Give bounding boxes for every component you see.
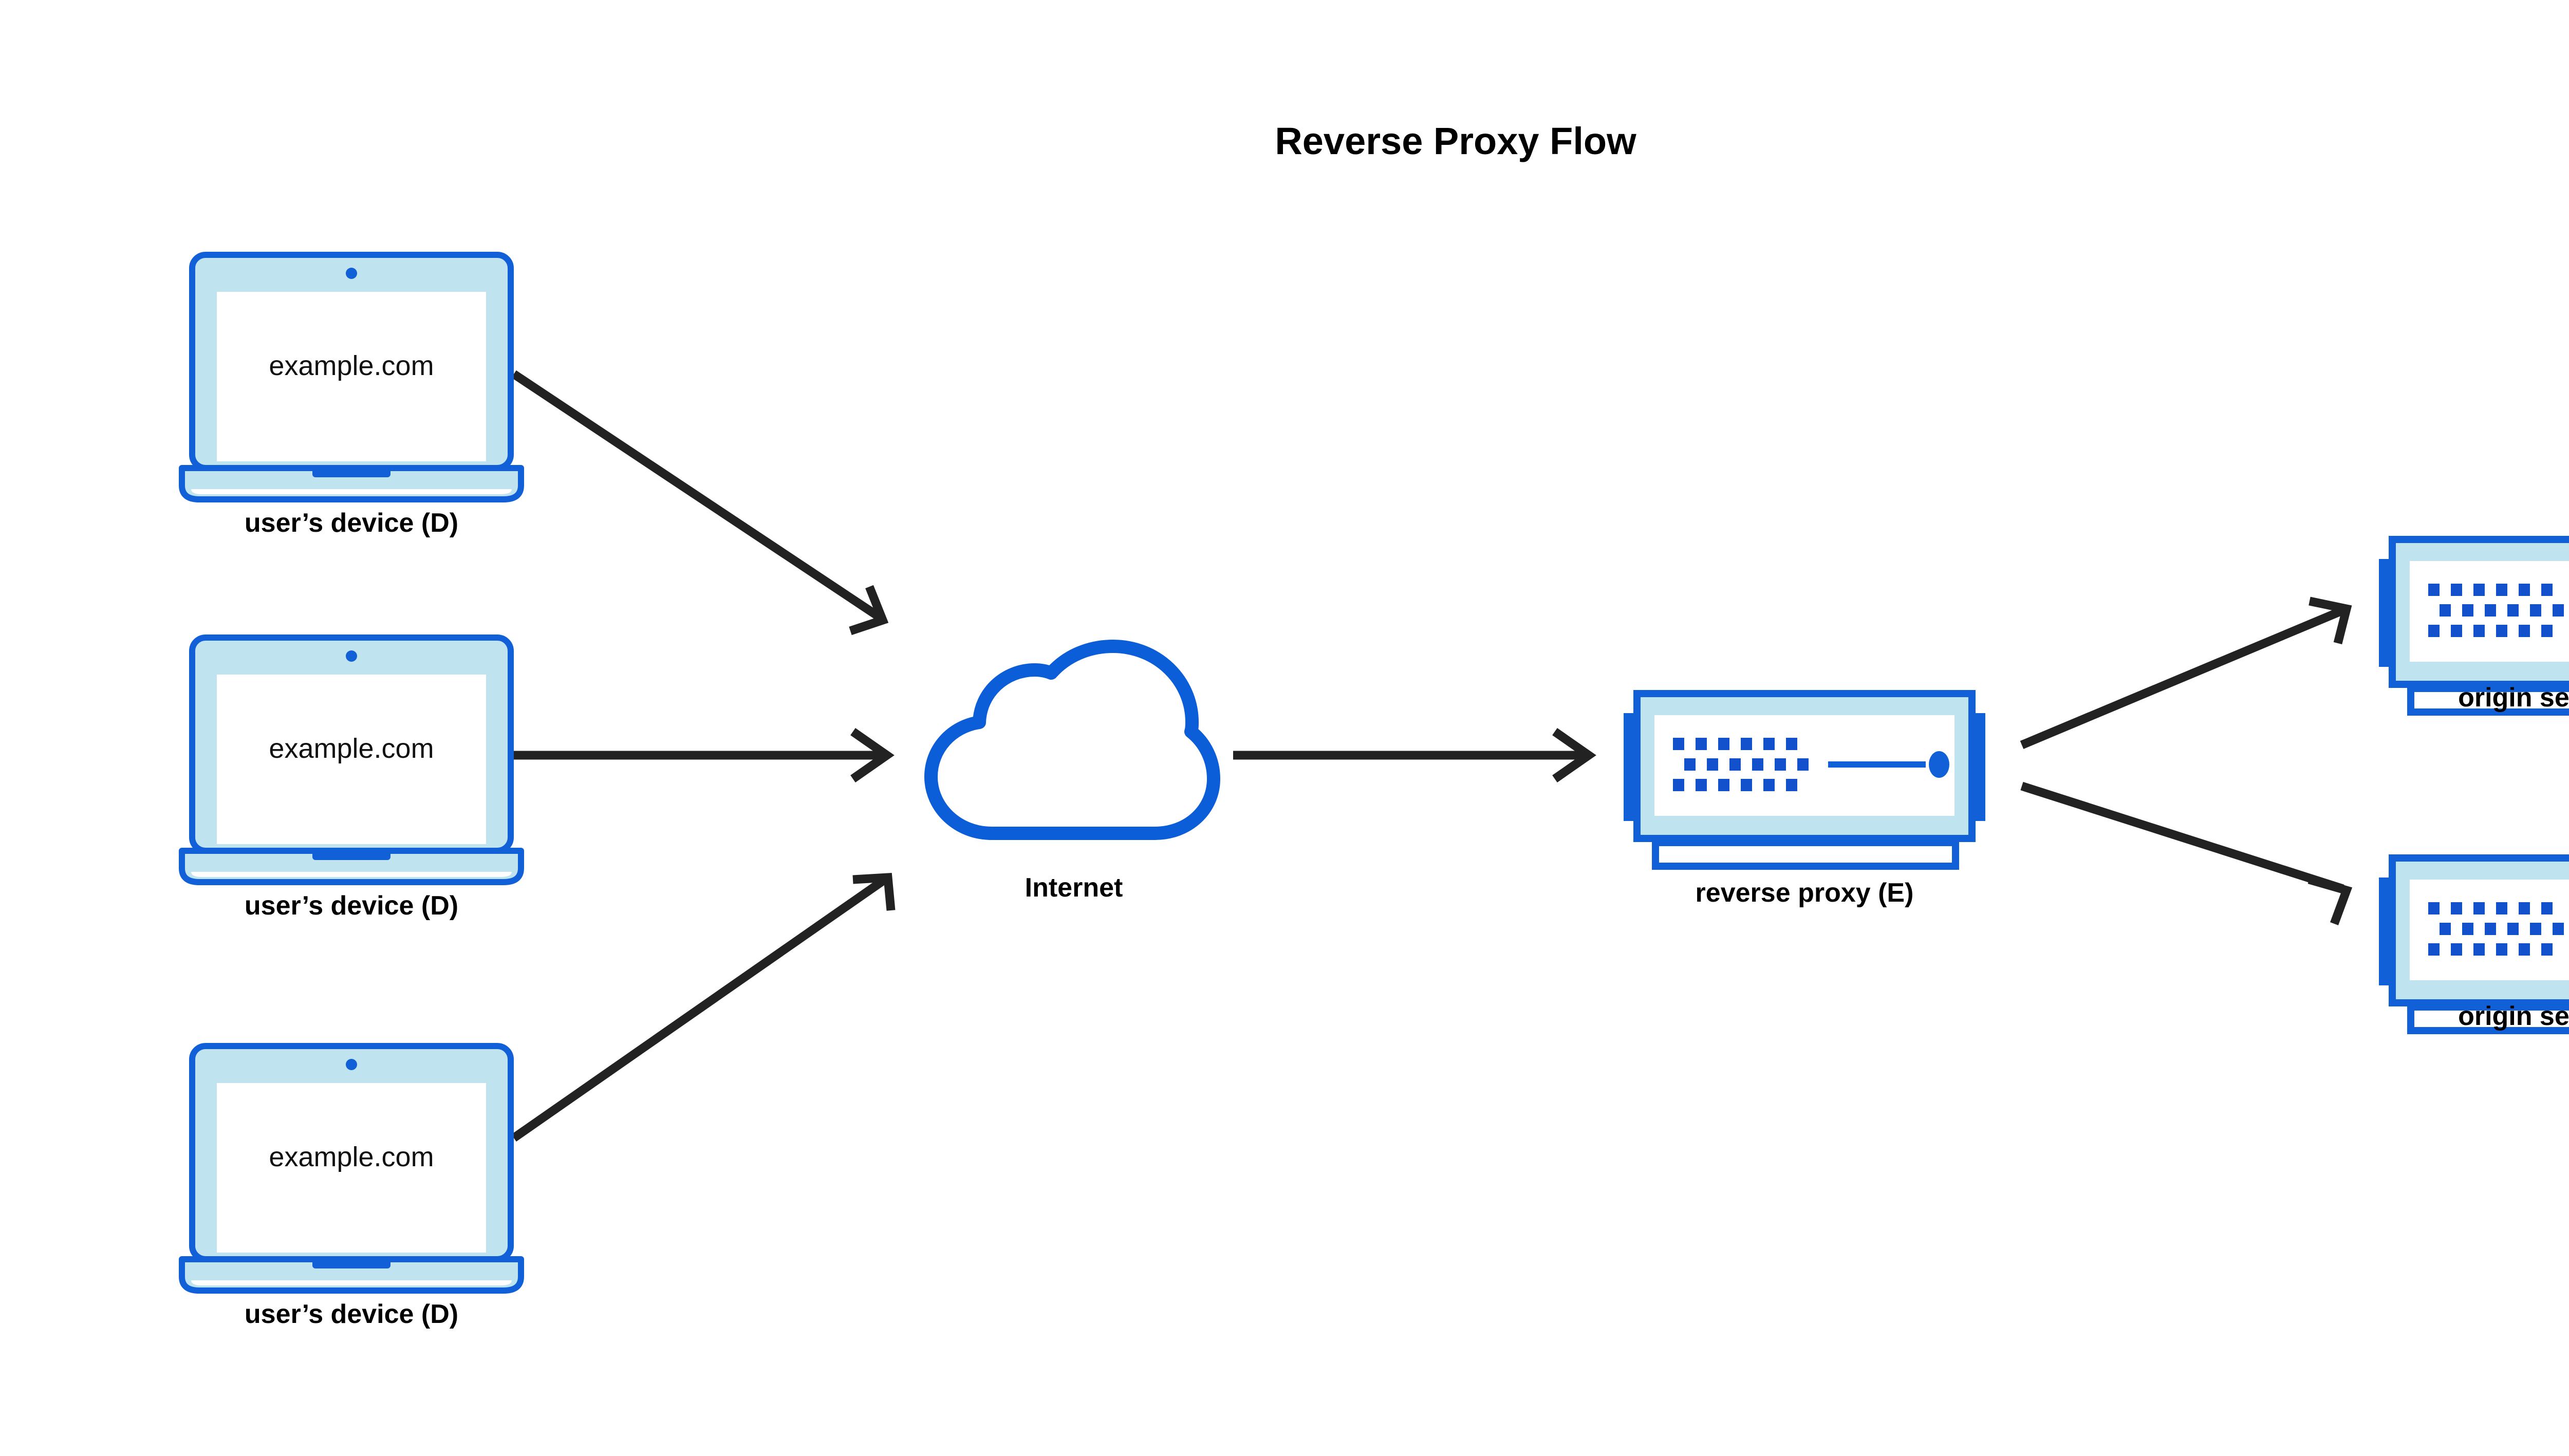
client-node-top[interactable]: example.com user’s device (D)	[182, 255, 521, 538]
origin-server-label-top: origin server (F)	[2458, 683, 2569, 713]
origin-server-node-top[interactable]: origin server (F)	[2379, 539, 2569, 713]
diagram-title: Reverse Proxy Flow	[1275, 120, 1636, 162]
client-node-bottom[interactable]: example.com user’s device (D)	[182, 1046, 521, 1329]
reverse-proxy-node[interactable]: reverse proxy (E)	[1624, 694, 1985, 908]
internet-node[interactable]: Internet	[931, 646, 1214, 903]
server-icon	[1624, 694, 1985, 866]
edge-internet-to-proxy	[1233, 728, 1596, 782]
client-screen-url-middle: example.com	[269, 733, 434, 764]
client-label-middle: user’s device (D)	[245, 891, 458, 921]
origin-server-node-bottom[interactable]: origin server (F)	[2379, 858, 2569, 1031]
internet-label: Internet	[1025, 873, 1123, 903]
edge-proxy-to-origin-top	[2020, 596, 2352, 749]
client-node-middle[interactable]: example.com user’s device (D)	[182, 638, 521, 921]
edge-client-middle-to-internet	[514, 728, 895, 782]
reverse-proxy-label: reverse proxy (E)	[1696, 878, 1914, 908]
client-label-bottom: user’s device (D)	[245, 1299, 458, 1329]
client-screen-url-top: example.com	[269, 350, 434, 381]
client-screen-url-bottom: example.com	[269, 1142, 434, 1172]
edge-layer	[511, 370, 2353, 1142]
edge-proxy-to-origin-bottom	[2020, 781, 2353, 925]
edge-client-top-to-internet	[511, 370, 889, 636]
origin-server-label-bottom: origin server (F)	[2458, 1001, 2569, 1031]
edge-client-bottom-to-internet	[511, 873, 896, 1142]
client-label-top: user’s device (D)	[245, 508, 458, 538]
